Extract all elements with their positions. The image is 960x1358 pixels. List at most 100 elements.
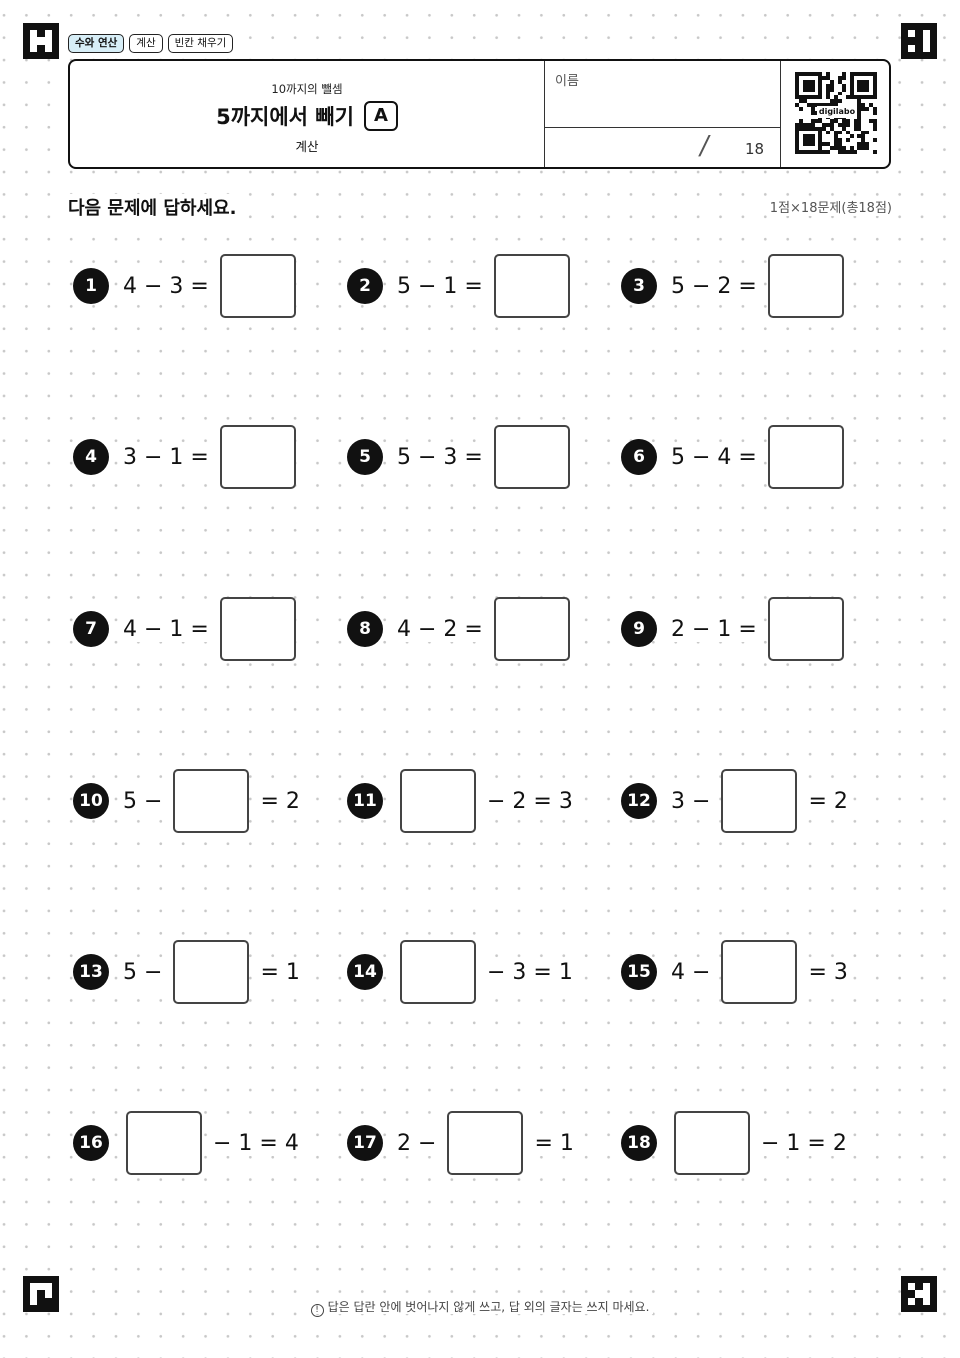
qr-code-cell: digilabo	[780, 61, 889, 167]
equation-text: 2 −	[393, 1130, 441, 1156]
problem-number: 5	[347, 439, 383, 475]
title-block: 10까지의 뺄셈 5까지에서 빼기 A 계산	[70, 61, 544, 167]
problem-18: 18 − 1 = 2	[621, 1111, 851, 1175]
footer-note: !답은 답란 안에 벗어나지 않게 쓰고, 답 외의 글자는 쓰지 마세요.	[0, 1298, 960, 1317]
score-slash: /	[697, 131, 712, 161]
answer-box[interactable]	[447, 1111, 524, 1175]
answer-box[interactable]	[674, 1111, 750, 1175]
answer-box[interactable]	[767, 254, 844, 318]
equation-text: − 3 = 1	[483, 959, 577, 985]
answer-box[interactable]	[173, 769, 250, 833]
answer-box[interactable]	[173, 940, 250, 1004]
qr-logo: digilabo	[817, 106, 857, 118]
problem-15: 15 4 − = 3	[621, 940, 852, 1004]
worksheet-subtitle: 10까지의 뺄셈	[271, 82, 343, 96]
worksheet-title-row: 5까지에서 빼기 A	[70, 101, 544, 131]
problem-4: 4 3 − 1 =	[73, 425, 303, 489]
answer-box[interactable]	[219, 254, 296, 318]
equation-text: = 1	[256, 959, 304, 985]
problem-number: 1	[73, 268, 109, 304]
category-tag: 계산	[129, 34, 163, 53]
answer-box[interactable]	[493, 254, 570, 318]
problem-7: 7 4 − 1 =	[73, 597, 303, 661]
problem-number: 10	[73, 783, 109, 819]
answer-box[interactable]	[493, 425, 570, 489]
name-field[interactable]: 이름	[544, 61, 780, 128]
instruction-text: 다음 문제에 답하세요.	[68, 194, 241, 220]
equation-text: = 2	[804, 788, 852, 814]
problem-number: 8	[347, 611, 383, 647]
equation-text: − 2 = 3	[483, 788, 577, 814]
equation-text: − 1 = 4	[209, 1130, 303, 1156]
problem-2: 2 5 − 1 =	[347, 254, 577, 318]
answer-box[interactable]	[400, 769, 476, 833]
name-label: 이름	[555, 74, 579, 89]
equation-text: 4 − 2 =	[393, 616, 487, 642]
level-badge: A	[363, 101, 398, 131]
equation-text: 5 −	[119, 788, 167, 814]
footer-text: 답은 답란 안에 벗어나지 않게 쓰고, 답 외의 글자는 쓰지 마세요.	[327, 1300, 650, 1314]
problem-14: 14 − 3 = 1	[347, 940, 577, 1004]
answer-box[interactable]	[721, 940, 798, 1004]
problem-number: 12	[621, 783, 657, 819]
answer-box[interactable]	[721, 769, 798, 833]
problem-number: 18	[621, 1125, 657, 1161]
qr-code-icon	[795, 72, 877, 154]
equation-text: 4 − 3 =	[119, 273, 213, 299]
corner-marker-bottom-left	[23, 1276, 59, 1312]
answer-box[interactable]	[400, 940, 476, 1004]
problem-number: 16	[73, 1125, 109, 1161]
problem-13: 13 5 − = 1	[73, 940, 304, 1004]
equation-text: = 3	[804, 959, 852, 985]
equation-text: 5 − 4 =	[667, 444, 761, 470]
answer-box[interactable]	[493, 597, 570, 661]
problem-number: 13	[73, 954, 109, 990]
problem-number: 9	[621, 611, 657, 647]
equation-text: 5 −	[119, 959, 167, 985]
info-icon: !	[310, 1304, 324, 1317]
problem-17: 17 2 − = 1	[347, 1111, 578, 1175]
equation-text: 3 −	[667, 788, 715, 814]
equation-text: = 1	[530, 1130, 578, 1156]
equation-text: 4 −	[667, 959, 715, 985]
problem-number: 11	[347, 783, 383, 819]
answer-box[interactable]	[219, 597, 296, 661]
problem-number: 7	[73, 611, 109, 647]
problem-10: 10 5 − = 2	[73, 769, 304, 833]
worksheet-title: 5까지에서 빼기	[216, 105, 354, 129]
corner-marker-bottom-right	[901, 1276, 937, 1312]
worksheet-header: 10까지의 뺄셈 5까지에서 빼기 A 계산 이름 / 18 digilabo	[68, 59, 891, 169]
equation-text: 5 − 1 =	[393, 273, 487, 299]
answer-box[interactable]	[126, 1111, 202, 1175]
problem-number: 2	[347, 268, 383, 304]
category-tag: 수와 연산	[68, 34, 125, 53]
problem-11: 11 − 2 = 3	[347, 769, 577, 833]
answer-box[interactable]	[767, 597, 844, 661]
equation-text: = 2	[256, 788, 304, 814]
problem-16: 16 − 1 = 4	[73, 1111, 303, 1175]
problem-number: 15	[621, 954, 657, 990]
equation-text: 4 − 1 =	[119, 616, 213, 642]
problem-number: 3	[621, 268, 657, 304]
worksheet-category: 계산	[295, 139, 319, 154]
equation-text: − 1 = 2	[757, 1130, 851, 1156]
answer-box[interactable]	[219, 425, 296, 489]
equation-text: 5 − 2 =	[667, 273, 761, 299]
corner-marker-top-right	[901, 23, 937, 59]
points-text: 1점×18문제(총18점)	[769, 197, 892, 216]
problem-8: 8 4 − 2 =	[347, 597, 577, 661]
problem-12: 12 3 − = 2	[621, 769, 852, 833]
answer-box[interactable]	[767, 425, 844, 489]
score-field[interactable]: / 18	[544, 128, 780, 167]
problem-number: 14	[347, 954, 383, 990]
score-total: 18	[745, 140, 765, 158]
problem-number: 17	[347, 1125, 383, 1161]
problem-3: 3 5 − 2 =	[621, 254, 851, 318]
corner-marker-top-left	[23, 23, 59, 59]
equation-text: 3 − 1 =	[119, 444, 213, 470]
problem-number: 4	[73, 439, 109, 475]
